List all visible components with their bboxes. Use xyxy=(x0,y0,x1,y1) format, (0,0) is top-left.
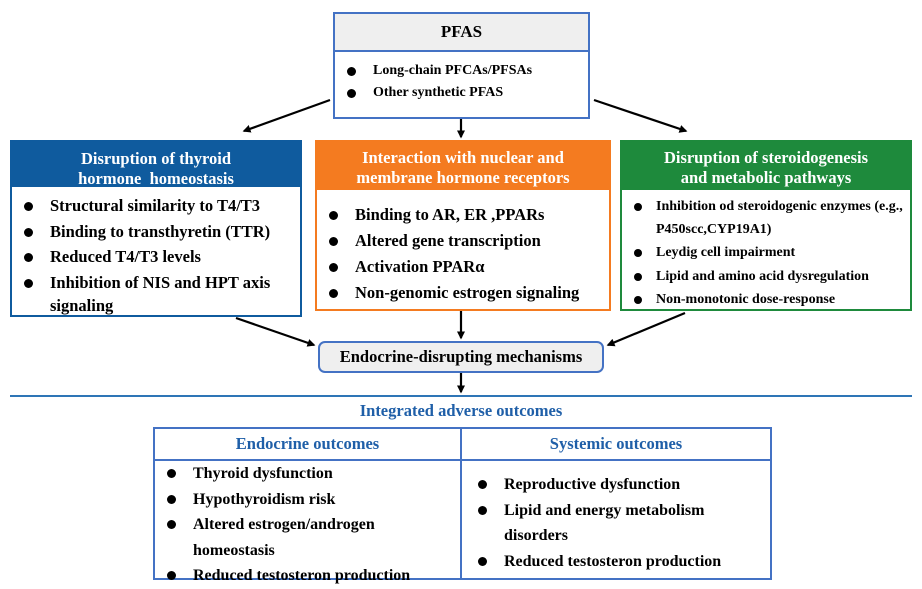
list-item: Activation PPARα xyxy=(321,254,605,280)
outcomes-table: Endocrine outcomes Systemic outcomes Thy… xyxy=(153,427,772,584)
list-item: Leydig cell impairment xyxy=(628,242,906,265)
title-line: Disruption of steroidogenesis xyxy=(663,148,869,167)
list-item: Altered gene transcription xyxy=(321,228,605,254)
pfas-box: PFAS Long-chain PFCAs/PFSAs Other synthe… xyxy=(333,12,590,119)
list-item: Binding to transthyretin (TTR) xyxy=(16,220,296,244)
receptor-panel-title: Interaction with nuclear and membrane ho… xyxy=(317,142,609,190)
list-item: Structural similarity to T4/T3 xyxy=(16,194,296,218)
list-item: Lipid and energy metabolism disorders xyxy=(468,498,768,549)
steroid-panel-title: Disruption of steroidogenesis and metabo… xyxy=(622,142,910,190)
arrow-pfas-to-thyroid xyxy=(242,98,331,133)
title-line: Disruption of thyroid xyxy=(80,149,232,168)
list-item: Reduced testosteron production xyxy=(159,563,459,589)
list-item: Reduced T4/T3 levels xyxy=(16,245,296,269)
arrow-pfas-to-steroid xyxy=(593,98,688,133)
list-item: Other synthetic PFAS xyxy=(343,82,532,104)
pfas-list: Long-chain PFCAs/PFSAs Other synthetic P… xyxy=(343,60,532,104)
pfas-title: PFAS xyxy=(335,14,588,52)
title-line: and metabolic pathways xyxy=(680,168,852,187)
title-line: hormone homeostasis xyxy=(78,169,234,188)
list-item: Inhibition od steroidogenic enzymes (e.g… xyxy=(628,196,906,241)
list-item: Thyroid dysfunction xyxy=(159,461,459,487)
thyroid-panel-title: Disruption of thyroid hormone homeostasi… xyxy=(12,142,300,188)
endocrine-mechanisms-box: Endocrine-disrupting mechanisms xyxy=(318,341,604,373)
endocrine-outcomes-list: Thyroid dysfunction Hypothyroidism risk … xyxy=(159,461,459,589)
list-item: Altered estrogen/androgen homeostasis xyxy=(159,512,459,563)
list-item: Binding to AR, ER ,PPARs xyxy=(321,202,605,228)
column-divider xyxy=(460,429,462,578)
integrated-outcomes-title: Integrated adverse outcomes xyxy=(359,401,563,420)
list-item: Non-monotonic dose-response xyxy=(628,289,906,312)
list-item: Non-genomic estrogen signaling xyxy=(321,280,605,306)
list-item: Reproductive dysfunction xyxy=(468,472,768,498)
thyroid-disruption-panel: Disruption of thyroid hormone homeostasi… xyxy=(10,140,302,317)
title-line: Interaction with nuclear and xyxy=(362,148,564,167)
list-item: Reduced testosteron production xyxy=(468,549,768,575)
arrow-thyroid-to-mechanisms xyxy=(235,316,316,347)
arrow-steroid-to-mechanisms xyxy=(606,311,686,347)
systemic-outcomes-title: Systemic outcomes xyxy=(462,429,770,461)
thyroid-list: Structural similarity to T4/T3 Binding t… xyxy=(16,194,296,320)
receptor-interaction-panel: Interaction with nuclear and membrane ho… xyxy=(315,140,611,311)
steroidogenesis-disruption-panel: Disruption of steroidogenesis and metabo… xyxy=(620,140,912,311)
endocrine-outcomes-title: Endocrine outcomes xyxy=(155,429,460,461)
list-item: Long-chain PFCAs/PFSAs xyxy=(343,60,532,82)
title-line: membrane hormone receptors xyxy=(356,168,570,187)
list-item: Lipid and amino acid dysregulation xyxy=(628,266,906,289)
receptor-list: Binding to AR, ER ,PPARs Altered gene tr… xyxy=(321,202,605,306)
systemic-outcomes-list: Reproductive dysfunction Lipid and energ… xyxy=(468,472,768,574)
steroid-list: Inhibition od steroidogenic enzymes (e.g… xyxy=(628,196,906,313)
list-item: Hypothyroidism risk xyxy=(159,487,459,513)
section-divider xyxy=(10,395,912,397)
list-item: Inhibition of NIS and HPT axis signaling xyxy=(16,271,296,318)
